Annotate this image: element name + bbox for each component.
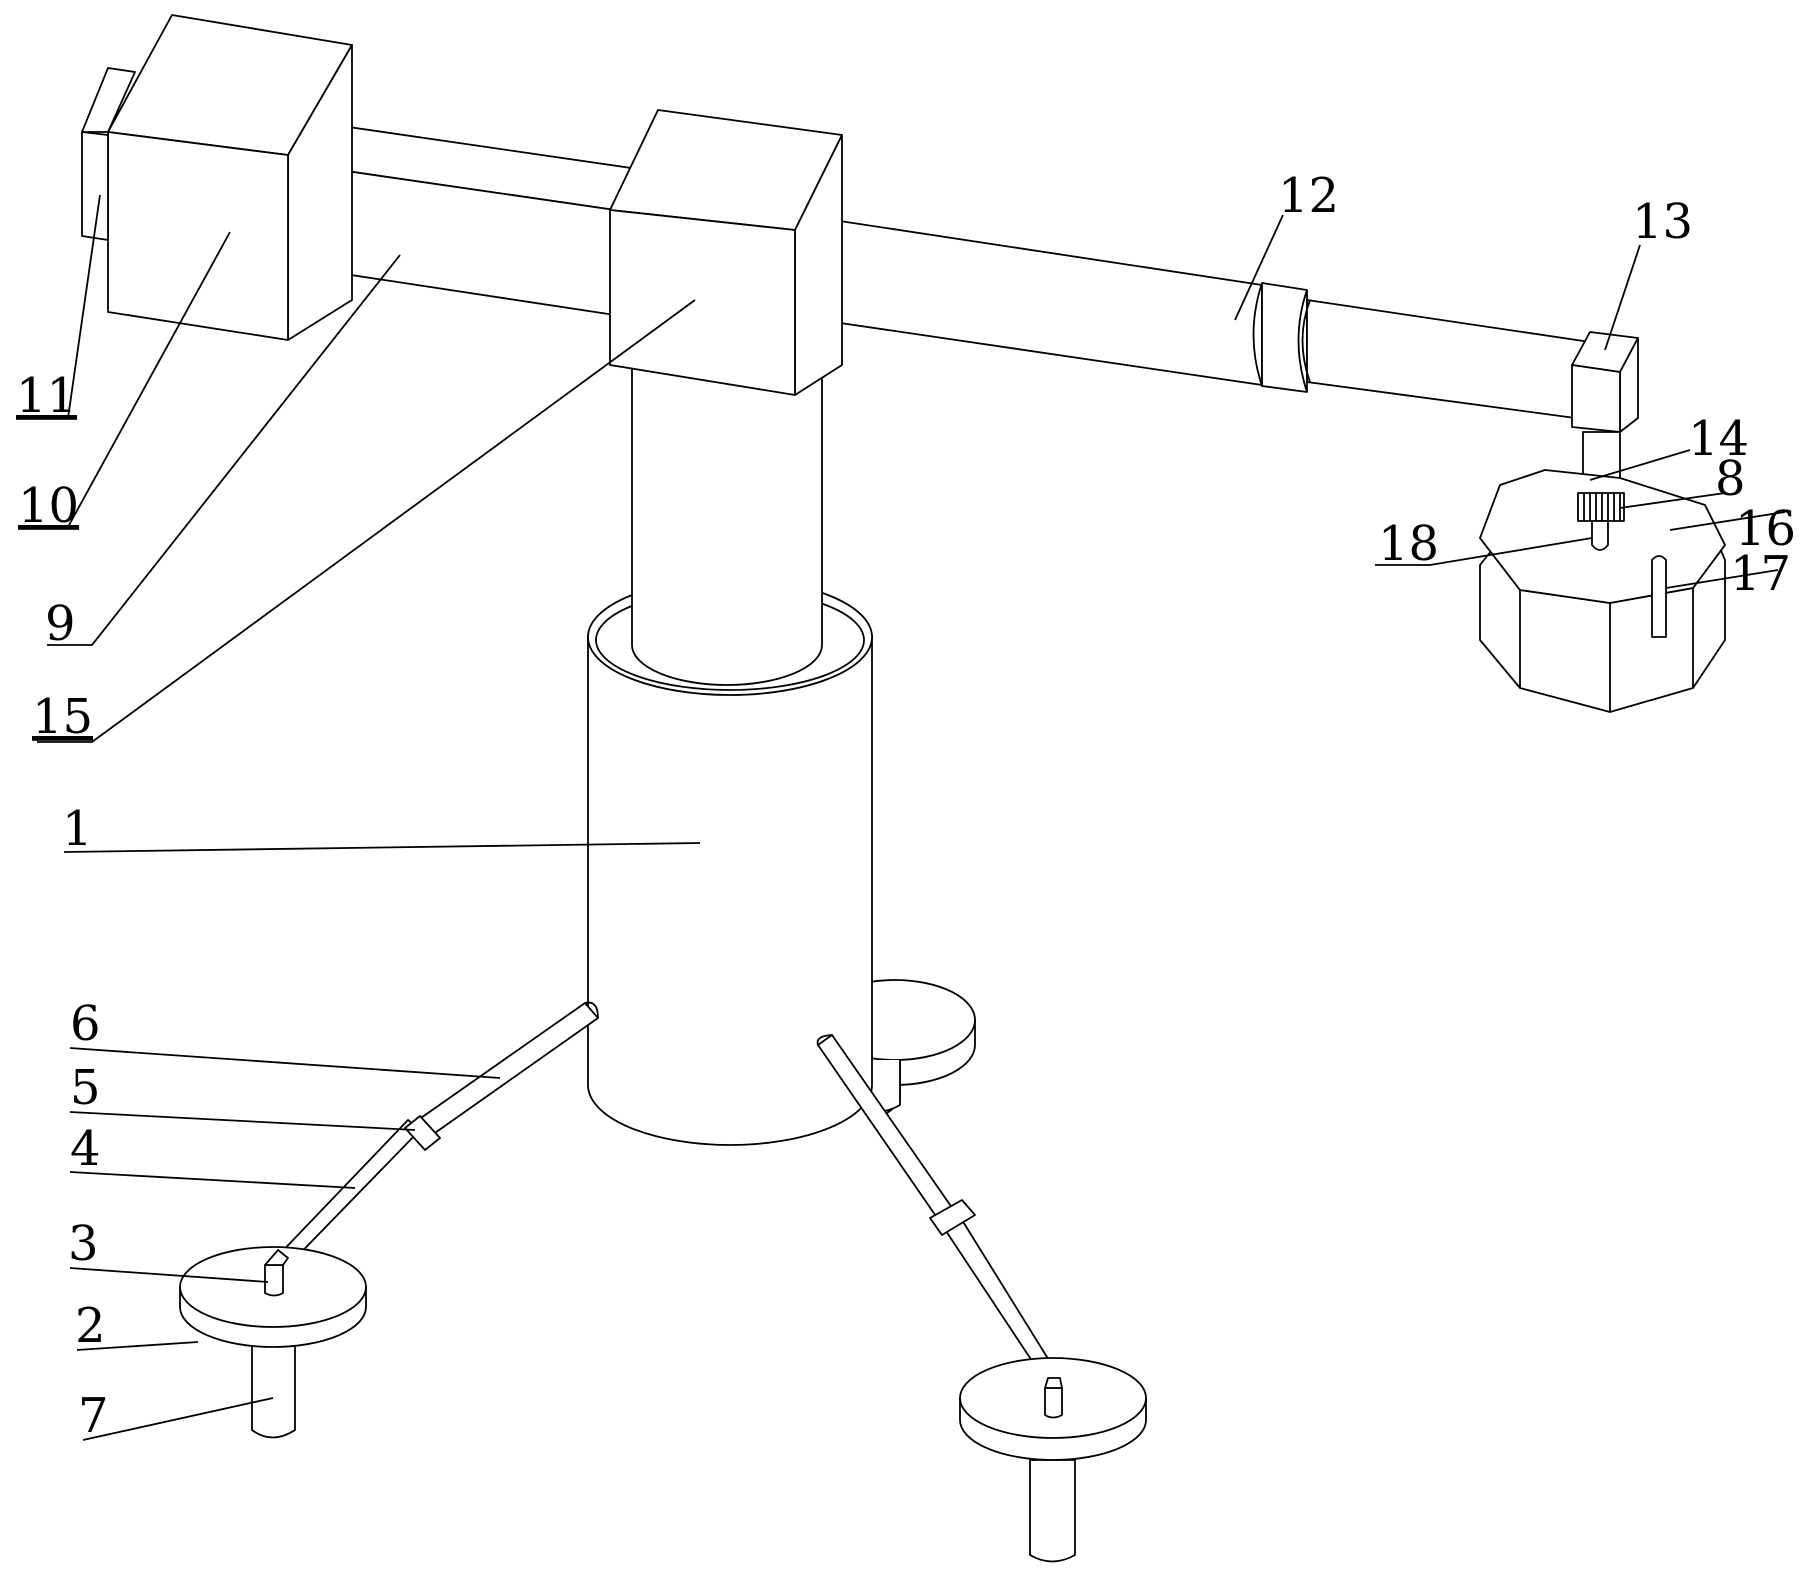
label-2: 2 bbox=[75, 1298, 106, 1354]
label-8: 8 bbox=[1715, 451, 1746, 507]
rear-arm-beam bbox=[304, 124, 646, 316]
drill-bit bbox=[1591, 520, 1609, 551]
part-labels: 11 10 9 15 1 6 5 4 3 2 7 12 13 14 8 16 1… bbox=[16, 168, 1796, 1444]
label-18: 18 bbox=[1378, 516, 1439, 572]
label-11: 11 bbox=[16, 368, 77, 424]
label-9: 9 bbox=[45, 596, 76, 652]
label-1: 1 bbox=[62, 801, 93, 857]
leader-lines bbox=[20, 194, 1786, 1441]
label-10: 10 bbox=[18, 478, 79, 534]
label-15: 15 bbox=[32, 689, 93, 745]
motor-box bbox=[107, 14, 353, 341]
pin bbox=[1651, 555, 1667, 638]
right-strut bbox=[816, 1034, 1061, 1386]
label-14: 14 bbox=[1688, 411, 1749, 467]
label-5: 5 bbox=[70, 1060, 101, 1116]
label-13: 13 bbox=[1632, 194, 1693, 250]
telescopic-tube bbox=[1301, 299, 1591, 421]
arm-collar bbox=[1252, 282, 1308, 393]
left-hinge-pin bbox=[264, 1249, 289, 1297]
front-arm-tube bbox=[806, 217, 1263, 386]
rotating-hub bbox=[609, 109, 843, 396]
label-3: 3 bbox=[68, 1216, 99, 1272]
left-strut-sleeve bbox=[417, 1001, 599, 1136]
label-6: 6 bbox=[70, 996, 101, 1052]
label-16: 16 bbox=[1735, 501, 1796, 557]
rear-plate bbox=[81, 67, 136, 241]
label-12: 12 bbox=[1278, 168, 1339, 224]
label-4: 4 bbox=[70, 1121, 101, 1177]
gear bbox=[1577, 492, 1625, 522]
label-7: 7 bbox=[78, 1388, 109, 1444]
label-17: 17 bbox=[1730, 546, 1791, 602]
right-foot-disc bbox=[959, 1357, 1147, 1563]
upper-column bbox=[631, 364, 823, 686]
left-strut-collar bbox=[404, 1115, 441, 1151]
end-block bbox=[1571, 331, 1639, 433]
